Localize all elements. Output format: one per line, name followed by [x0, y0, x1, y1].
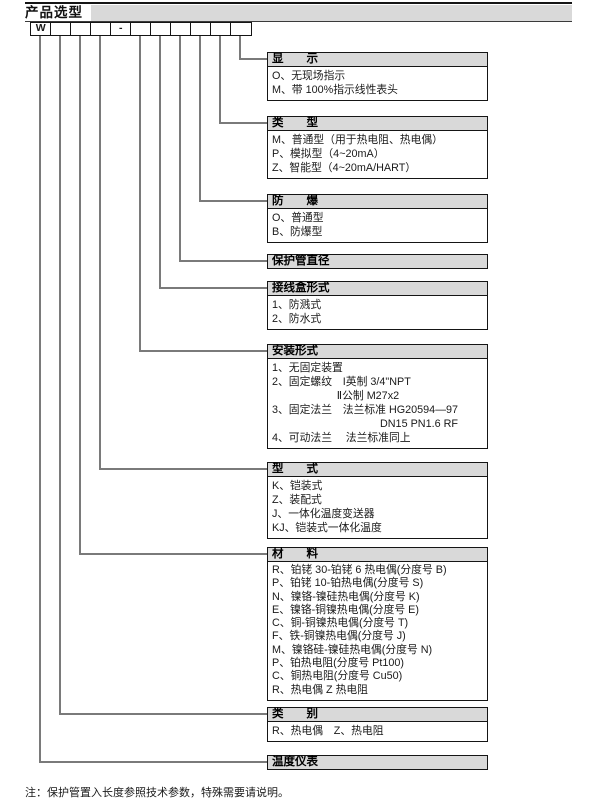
option-item[interactable]: Z、装配式 [272, 494, 322, 506]
code-cell-9[interactable] [190, 22, 212, 36]
section-category-body: R、热电偶 Z、热电阻 [268, 722, 487, 741]
connector-line [139, 350, 267, 352]
option-item[interactable]: P、模拟型（4~20mA） [272, 148, 385, 160]
connector-line [179, 36, 181, 261]
option-item[interactable]: N、镍铬-镍硅热电偶(分度号 K) [272, 590, 420, 603]
section-material: 材 料 R、铂铑 30-铂铑 6 热电偶(分度号 B) P、铂铑 10-铂热电偶… [267, 547, 488, 701]
connector-line [79, 553, 267, 555]
section-junction-box-form-header: 接线盒形式 [268, 282, 487, 296]
option-item[interactable]: C、铜热电阻(分度号 Cu50) [272, 670, 403, 683]
option-item[interactable]: 1、无固定装置 [272, 362, 343, 374]
section-material-header: 材 料 [268, 548, 487, 562]
section-mounting-form: 安装形式 1、无固定装置 2、固定螺纹 I英制 3/4"NPT Ⅱ公制 M27x… [267, 344, 488, 449]
section-mounting-form-header: 安装形式 [268, 345, 487, 359]
option-item[interactable]: J、一体化温度变送器 [272, 508, 375, 520]
option-item[interactable]: P、铂热电阻(分度号 Pt100) [272, 657, 404, 670]
section-display-body: O、无现场指示 M、带 100%指示线性表头 [268, 67, 487, 100]
section-type: 类 型 M、普通型（用于热电阻、热电偶） P、模拟型（4~20mA） Z、智能型… [267, 116, 488, 179]
connector-line [99, 468, 267, 470]
code-cell-2[interactable] [50, 22, 72, 36]
option-item[interactable]: 2、固定螺纹 I英制 3/4"NPT [272, 376, 411, 388]
footnote: 注：保护管置入长度参照技术参数，特殊需要请说明。 [25, 787, 289, 799]
section-type-body: M、普通型（用于热电阻、热电偶） P、模拟型（4~20mA） Z、智能型（4~2… [268, 131, 487, 178]
section-temperature-instrument-header: 温度仪表 [268, 756, 487, 769]
option-item[interactable]: Ⅱ公制 M27x2 [272, 390, 400, 402]
connector-line [199, 200, 267, 202]
option-item[interactable]: P、铂铑 10-铂热电偶(分度号 S) [272, 577, 424, 590]
option-item[interactable]: 4、可动法兰 法兰标准同上 [272, 432, 411, 444]
section-temperature-instrument: 温度仪表 [267, 755, 488, 770]
connector-line [99, 36, 101, 469]
option-item[interactable]: M、镍铬硅-镍硅热电偶(分度号 N) [272, 643, 433, 656]
code-cell-6[interactable] [130, 22, 152, 36]
top-rule [25, 2, 572, 4]
connector-line [39, 761, 267, 763]
option-item[interactable]: F、铁-铜镍热电偶(分度号 J) [272, 630, 406, 643]
option-item[interactable]: 3、固定法兰 法兰标准 HG20594—97 [272, 404, 458, 416]
connector-line [159, 287, 267, 289]
connector-line [239, 58, 267, 60]
section-style-header: 型 式 [268, 463, 487, 477]
option-item[interactable]: M、带 100%指示线性表头 [272, 84, 398, 96]
section-style-body: K、铠装式 Z、装配式 J、一体化温度变送器 KJ、铠装式一体化温度 [268, 477, 487, 538]
connector-line [199, 36, 201, 201]
connector-line [219, 122, 267, 124]
option-item[interactable]: O、普通型 [272, 212, 324, 224]
option-item[interactable]: M、普通型（用于热电阻、热电偶） [272, 134, 443, 146]
model-code-row: W - [30, 22, 252, 36]
option-item[interactable]: 1、防溅式 [272, 299, 322, 311]
option-item[interactable]: R、热电偶 Z 热电阻 [272, 683, 368, 696]
section-mounting-form-body: 1、无固定装置 2、固定螺纹 I英制 3/4"NPT Ⅱ公制 M27x2 3、固… [268, 359, 487, 448]
code-cell-5[interactable]: - [110, 22, 132, 36]
section-explosion-proof-header: 防 爆 [268, 195, 487, 209]
code-cell-11[interactable] [230, 22, 252, 36]
section-category-header: 类 别 [268, 708, 487, 722]
option-item[interactable]: Z、智能型（4~20mA/HART） [272, 162, 417, 174]
section-protection-tube-diameter-header: 保护管直径 [268, 255, 487, 268]
connector-line [79, 36, 81, 554]
connector-line [39, 36, 41, 762]
connector-line [139, 36, 141, 351]
connector-line [179, 260, 267, 262]
section-type-header: 类 型 [268, 117, 487, 131]
section-explosion-proof: 防 爆 O、普通型 B、防爆型 [267, 194, 488, 243]
option-item[interactable]: B、防爆型 [272, 226, 323, 238]
connector-line [59, 713, 267, 715]
code-cell-1[interactable]: W [30, 22, 52, 36]
code-cell-7[interactable] [150, 22, 172, 36]
option-item[interactable]: KJ、铠装式一体化温度 [272, 522, 382, 534]
option-item[interactable]: DN15 PN1.6 RF [272, 418, 458, 430]
title-band: 产品选型 [25, 4, 572, 22]
section-style: 型 式 K、铠装式 Z、装配式 J、一体化温度变送器 KJ、铠装式一体化温度 [267, 462, 488, 539]
section-display-header: 显 示 [268, 53, 487, 67]
option-item[interactable]: 2、防水式 [272, 313, 322, 325]
option-item[interactable]: K、铠装式 [272, 480, 323, 492]
option-item[interactable]: R、铂铑 30-铂铑 6 热电偶(分度号 B) [272, 564, 447, 576]
option-item[interactable]: E、镍铬-铜镍热电偶(分度号 E) [272, 603, 419, 616]
option-item[interactable]: O、无现场指示 [272, 70, 346, 82]
connector-line [59, 36, 61, 714]
code-cell-8[interactable] [170, 22, 192, 36]
section-junction-box-form-body: 1、防溅式 2、防水式 [268, 296, 487, 329]
page-title: 产品选型 [25, 4, 91, 21]
section-protection-tube-diameter: 保护管直径 [267, 254, 488, 269]
option-item[interactable]: R、热电偶 Z、热电阻 [272, 725, 384, 737]
section-category: 类 别 R、热电偶 Z、热电阻 [267, 707, 488, 742]
section-explosion-proof-body: O、普通型 B、防爆型 [268, 209, 487, 242]
code-cell-4[interactable] [90, 22, 112, 36]
code-cell-10[interactable] [210, 22, 232, 36]
option-item[interactable]: C、铜-铜镍热电偶(分度号 T) [272, 617, 409, 630]
section-material-body: R、铂铑 30-铂铑 6 热电偶(分度号 B) P、铂铑 10-铂热电偶(分度号… [268, 562, 487, 700]
section-display: 显 示 O、无现场指示 M、带 100%指示线性表头 [267, 52, 488, 101]
connector-line [239, 36, 241, 59]
section-junction-box-form: 接线盒形式 1、防溅式 2、防水式 [267, 281, 488, 330]
connector-line [159, 36, 161, 288]
connector-line [219, 36, 221, 123]
code-cell-3[interactable] [70, 22, 92, 36]
